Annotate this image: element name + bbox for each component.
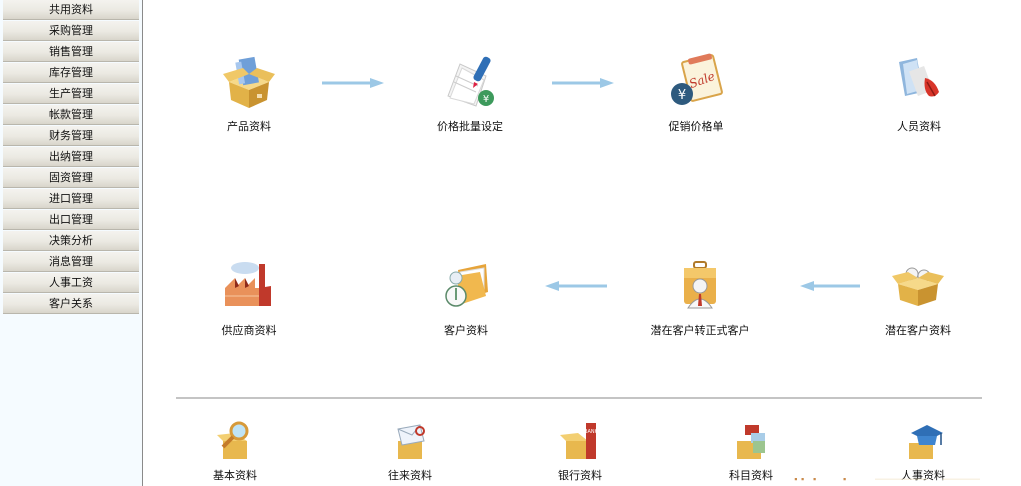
- sidebar-menu: 共用资料 采购管理 销售管理 库存管理 生产管理 帐款管理 财务管理 出纳管理 …: [3, 0, 139, 315]
- sale-price-list-icon: Sale ¥: [666, 52, 726, 112]
- graduation-cap-box-icon: [893, 421, 953, 461]
- node-transaction-data[interactable]: 往来资料: [350, 421, 470, 483]
- node-label: 供应商资料: [221, 324, 277, 337]
- node-label: 科目资料: [729, 469, 773, 482]
- people-box-icon: [888, 256, 948, 316]
- sidebar-item-hr-payroll[interactable]: 人事工资: [3, 273, 139, 293]
- sidebar: 共用资料 采购管理 销售管理 库存管理 生产管理 帐款管理 财务管理 出纳管理 …: [0, 0, 143, 486]
- svg-text:¥: ¥: [483, 94, 489, 105]
- node-label: 基本资料: [213, 469, 257, 482]
- node-price-batch-setting[interactable]: ¥ 价格批量设定: [410, 52, 530, 134]
- node-label: 往来资料: [388, 469, 432, 482]
- sidebar-item-finance[interactable]: 财务管理: [3, 126, 139, 146]
- svg-text:¥: ¥: [678, 88, 686, 103]
- books-box-icon: [721, 421, 781, 461]
- sidebar-item-fixed-assets[interactable]: 固资管理: [3, 168, 139, 188]
- factory-icon: [219, 256, 279, 316]
- arrow-left-icon: [800, 281, 860, 291]
- node-account-subject-data[interactable]: 科目资料: [691, 421, 811, 483]
- node-hr-data[interactable]: 人事资料: [863, 421, 983, 483]
- node-label: 价格批量设定: [437, 120, 503, 133]
- node-label: 客户资料: [444, 324, 488, 337]
- sidebar-item-messages[interactable]: 消息管理: [3, 252, 139, 272]
- sidebar-item-common-data[interactable]: 共用资料: [3, 0, 139, 20]
- sidebar-item-cashier[interactable]: 出纳管理: [3, 147, 139, 167]
- sidebar-item-crm[interactable]: 客户关系: [3, 294, 139, 314]
- sidebar-item-accounts[interactable]: 帐款管理: [3, 105, 139, 125]
- node-supplier-data[interactable]: 供应商资料: [189, 256, 309, 338]
- magnifier-box-icon: [205, 421, 265, 461]
- sidebar-item-import[interactable]: 进口管理: [3, 189, 139, 209]
- arrow-right-icon: [322, 78, 384, 88]
- product-box-icon: [219, 52, 279, 112]
- arrow-right-icon: [552, 78, 614, 88]
- envelope-box-icon: [380, 421, 440, 461]
- node-prospect-to-customer[interactable]: 潜在客户转正式客户: [640, 256, 760, 338]
- node-product-data[interactable]: 产品资料: [189, 52, 309, 134]
- node-bank-data[interactable]: BANK 银行资料: [520, 421, 640, 483]
- arrow-left-icon: [545, 281, 607, 291]
- node-basic-data[interactable]: 基本资料: [175, 421, 295, 483]
- sidebar-item-purchase[interactable]: 采购管理: [3, 21, 139, 41]
- price-setting-icon: ¥: [440, 52, 500, 112]
- sidebar-item-export[interactable]: 出口管理: [3, 210, 139, 230]
- node-customer-data[interactable]: 客户资料: [406, 256, 526, 338]
- sidebar-item-decision-analysis[interactable]: 决策分析: [3, 231, 139, 251]
- decorative-dots: [794, 478, 980, 481]
- node-label: 产品资料: [227, 120, 271, 133]
- node-staff-data[interactable]: 人员资料: [859, 52, 979, 134]
- section-divider: [176, 397, 982, 399]
- customer-folder-icon: [436, 256, 496, 316]
- svg-text:BANK: BANK: [584, 429, 599, 435]
- node-label: 潜在客户转正式客户: [650, 324, 750, 337]
- bank-box-icon: BANK: [550, 421, 610, 461]
- staff-card-icon: [889, 52, 949, 112]
- node-promo-price-list[interactable]: Sale ¥ 促销价格单: [636, 52, 756, 134]
- node-label: 促销价格单: [668, 120, 724, 133]
- node-prospect-data[interactable]: 潜在客户资料: [858, 256, 978, 338]
- node-label: 人员资料: [897, 120, 941, 133]
- briefcase-person-icon: [670, 256, 730, 316]
- node-label: 银行资料: [558, 469, 602, 482]
- sidebar-item-sales[interactable]: 销售管理: [3, 42, 139, 62]
- sidebar-item-inventory[interactable]: 库存管理: [3, 63, 139, 83]
- node-label: 潜在客户资料: [885, 324, 951, 337]
- sidebar-item-production[interactable]: 生产管理: [3, 84, 139, 104]
